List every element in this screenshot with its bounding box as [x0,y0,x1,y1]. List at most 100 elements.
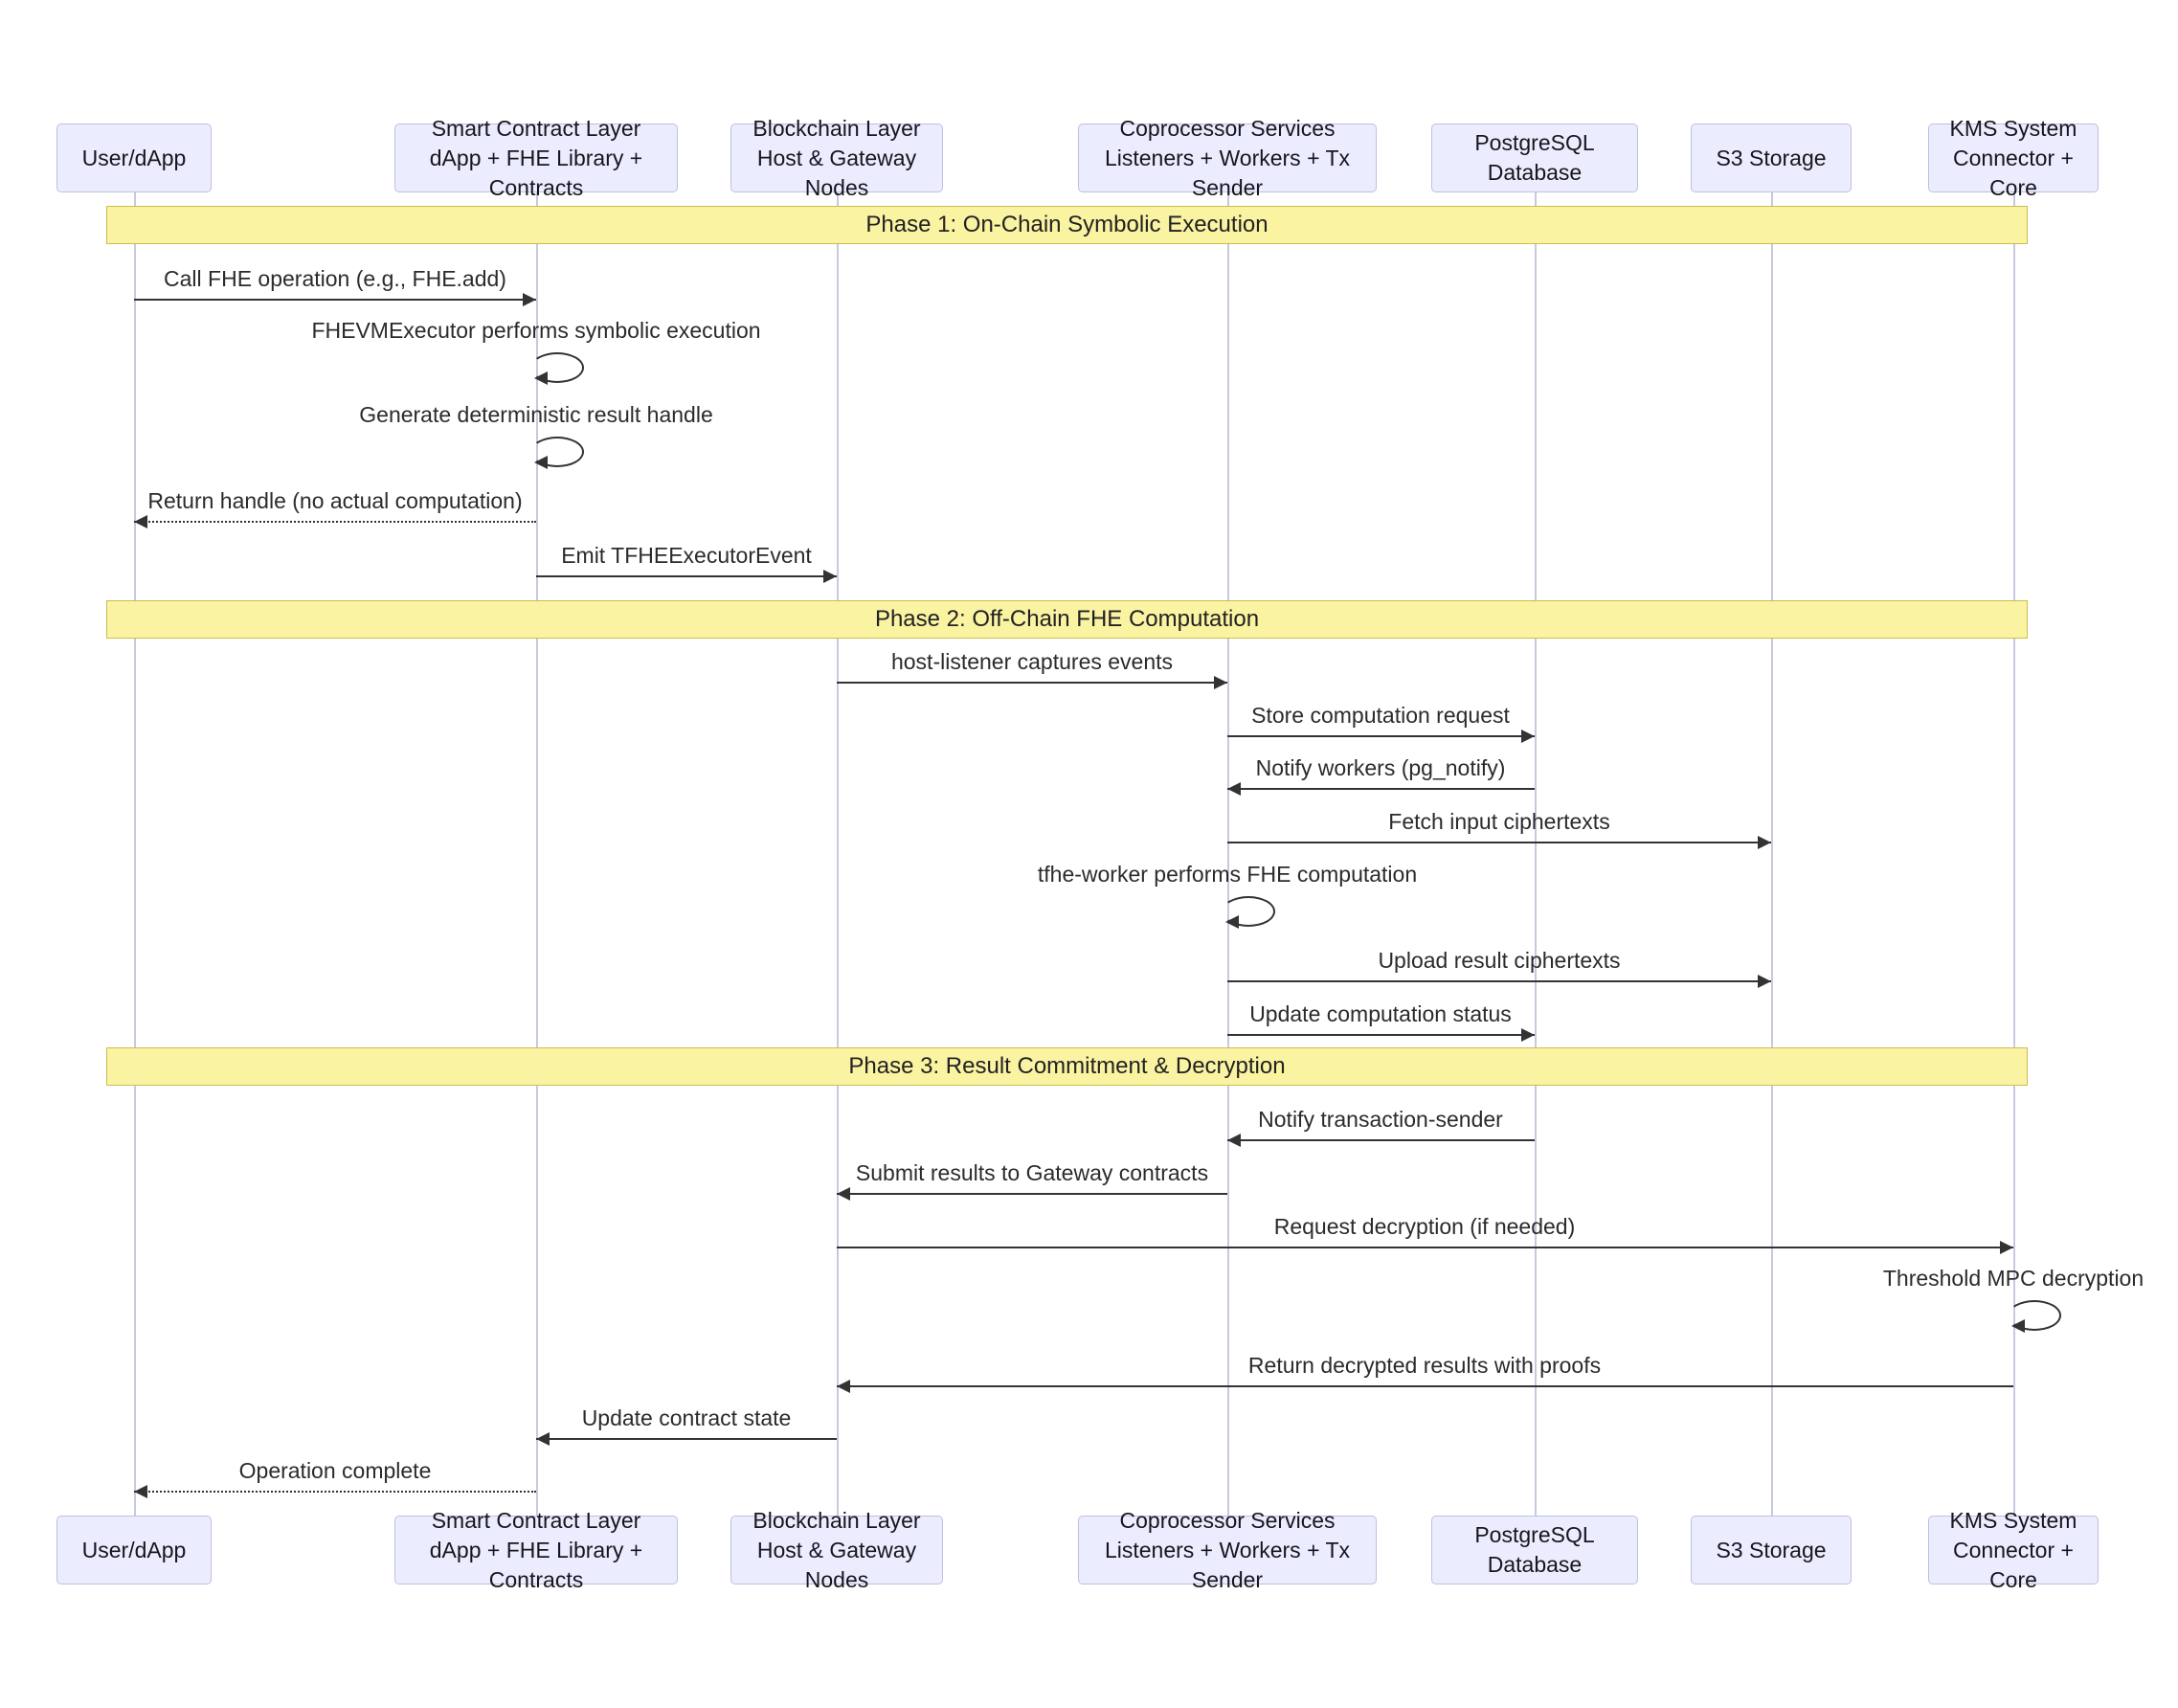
lifeline-user [134,192,136,1516]
arrowhead [536,1432,550,1446]
message-label: tfhe-worker performs FHE computation [1037,862,1418,887]
arrowhead [534,371,548,385]
arrowhead [134,1485,147,1498]
phase-2-label: Phase 2: Off-Chain FHE Computation [874,606,1260,632]
arrowhead [1227,1134,1241,1147]
arrowhead [1214,676,1227,689]
actor-kms-bottom: KMS System Connector + Core [1928,1508,2099,1592]
message-label: Operation complete [238,1458,432,1483]
self-loop [530,437,584,467]
lifeline-blockchain [837,192,839,1516]
message-label: Fetch input ciphertexts [1388,809,1610,834]
arrowhead [1758,836,1771,849]
actor-user-dapp-bottom: User/dApp [56,1516,212,1584]
actor-sublabel: Host & Gateway Nodes [756,1537,917,1592]
actor-sublabel: Host & Gateway Nodes [756,145,917,200]
phase-1-label: Phase 1: On-Chain Symbolic Execution [865,212,1269,237]
arrow-line [134,1491,536,1493]
lifeline-smart-contract [536,192,538,1516]
arrowhead [1521,730,1535,743]
phase-banner-1: Phase 1: On-Chain Symbolic Execution [106,206,2028,244]
arrowhead [823,570,837,583]
actor-label: KMS System [1949,1507,2077,1533]
actor-postgresql-bottom: PostgreSQL Database [1431,1516,1638,1584]
actor-coprocessor-top: Coprocessor Services Listeners + Workers… [1078,116,1377,200]
message-label: host-listener captures events [890,649,1174,674]
lifeline-kms [2013,192,2015,1516]
message-label: Emit TFHEExecutorEvent [561,543,812,568]
actor-user-dapp-top: User/dApp [56,124,212,192]
message-label: Return decrypted results with proofs [1247,1353,1602,1378]
arrowhead [1758,975,1771,988]
message-label: Notify transaction-sender [1258,1107,1503,1132]
arrow-line [1227,788,1535,790]
arrow-line [837,682,1227,684]
actor-label: Smart Contract Layer [431,1507,641,1533]
actor-label: Blockchain Layer [752,115,921,141]
actor-blockchain-top: Blockchain Layer Host & Gateway Nodes [730,116,943,200]
actor-sublabel: Listeners + Workers + Tx Sender [1104,1537,1351,1592]
message-label: Store computation request [1251,703,1510,728]
arrow-line [837,1193,1227,1195]
actor-label: User/dApp [81,1537,187,1562]
message-label: Generate deterministic result handle [359,402,713,427]
arrowhead [523,293,536,306]
message-label: FHEVMExecutor performs symbolic executio… [311,318,761,343]
self-loop [1222,896,1275,927]
message-label: Threshold MPC decryption [1882,1266,2144,1291]
actor-label: PostgreSQL Database [1474,130,1595,185]
arrowhead [2011,1319,2025,1333]
actor-smart-contract-bottom: Smart Contract Layer dApp + FHE Library … [394,1508,678,1592]
phase-banner-3: Phase 3: Result Commitment & Decryption [106,1047,2028,1086]
message-label: Return handle (no actual computation) [147,488,523,513]
message-label: Call FHE operation (e.g., FHE.add) [164,266,506,291]
message-label: Submit results to Gateway contracts [855,1160,1209,1185]
actor-s3-bottom: S3 Storage [1691,1516,1852,1584]
actor-blockchain-bottom: Blockchain Layer Host & Gateway Nodes [730,1508,943,1592]
arrowhead [1227,782,1241,796]
arrow-line [134,299,536,301]
actor-sublabel: Connector + Core [1953,1537,2074,1592]
actor-label: KMS System [1949,115,2077,141]
actor-kms-top: KMS System Connector + Core [1928,116,2099,200]
actor-sublabel: Connector + Core [1953,145,2074,200]
actor-label: Smart Contract Layer [431,115,641,141]
phase-banner-2: Phase 2: Off-Chain FHE Computation [106,600,2028,639]
arrowhead [1225,915,1239,929]
arrow-line [1227,1034,1535,1036]
actor-s3-top: S3 Storage [1691,124,1852,192]
arrow-line [837,1247,2013,1248]
arrow-line [1227,735,1535,737]
message-label: Update contract state [581,1405,792,1430]
lifeline-postgresql [1535,192,1537,1516]
arrow-line [536,1438,837,1440]
actor-smart-contract-top: Smart Contract Layer dApp + FHE Library … [394,116,678,200]
actor-label: User/dApp [81,145,187,170]
actor-sublabel: dApp + FHE Library + Contracts [429,145,643,200]
message-label: Update computation status [1249,1001,1512,1026]
actor-label: Coprocessor Services [1119,1507,1336,1533]
self-loop [2008,1300,2061,1331]
message-label: Request decryption (if needed) [1273,1214,1576,1239]
actor-sublabel: dApp + FHE Library + Contracts [429,1537,643,1592]
actor-label: Blockchain Layer [752,1507,921,1533]
arrowhead [837,1187,850,1201]
phase-3-label: Phase 3: Result Commitment & Decryption [848,1053,1286,1079]
arrowhead [2000,1241,2013,1254]
self-loop [530,352,584,383]
arrow-line [134,521,536,523]
arrowhead [837,1380,850,1393]
lifeline-coprocessor [1227,192,1229,1516]
arrowhead [134,515,147,528]
actor-sublabel: Listeners + Workers + Tx Sender [1104,145,1351,200]
actor-coprocessor-bottom: Coprocessor Services Listeners + Workers… [1078,1508,1377,1592]
arrow-line [837,1385,2013,1387]
actor-postgresql-top: PostgreSQL Database [1431,124,1638,192]
arrow-line [1227,980,1771,982]
actor-label: PostgreSQL Database [1474,1522,1595,1577]
actor-label: S3 Storage [1716,145,1827,170]
message-label: Upload result ciphertexts [1378,948,1621,973]
arrow-line [1227,1139,1535,1141]
arrowhead [534,456,548,469]
